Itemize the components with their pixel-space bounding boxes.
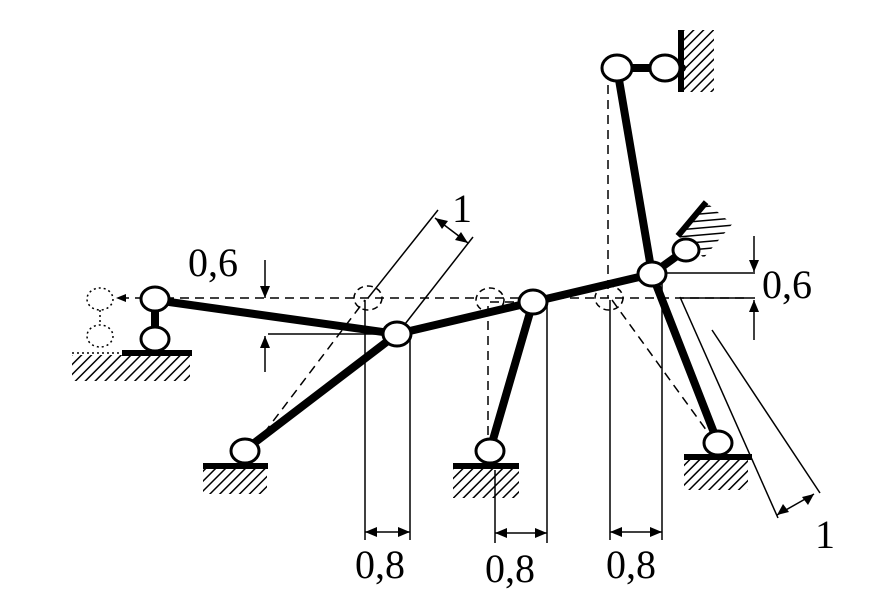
ground-bottom-middle bbox=[453, 468, 519, 498]
label-08-middle: 0,8 bbox=[485, 546, 535, 591]
hinge-center-middle bbox=[517, 288, 549, 316]
dimension-lines bbox=[264, 209, 821, 543]
link-top-vertical bbox=[613, 64, 656, 278]
hinge-left-bottom bbox=[139, 325, 171, 353]
link-bottom-right bbox=[648, 270, 722, 447]
hinge-bottom-right bbox=[702, 429, 734, 457]
label-06-left: 0,6 bbox=[188, 240, 238, 285]
displaced-hinges bbox=[86, 285, 624, 348]
arrowheads bbox=[116, 218, 814, 538]
hinge-top-right bbox=[648, 53, 682, 83]
link-center-right bbox=[529, 270, 656, 306]
dimension-labels: 0,6 0,6 1 1 0,8 0,8 0,8 bbox=[188, 186, 835, 591]
ground-bottom-left bbox=[203, 468, 267, 494]
label-06-right: 0,6 bbox=[762, 262, 812, 307]
hinge-bottom-middle bbox=[474, 437, 506, 465]
ghost-hinge-2 bbox=[475, 287, 505, 313]
ground-supports bbox=[72, 30, 752, 498]
ghost-hinge-3 bbox=[594, 285, 624, 311]
link-left-arm bbox=[151, 296, 401, 338]
label-08-left: 0,8 bbox=[355, 542, 405, 587]
ground-top-right bbox=[680, 30, 714, 92]
ghost-hinge-left-bottom bbox=[86, 324, 114, 348]
hinge-center-left bbox=[381, 320, 413, 348]
link-bottom-left bbox=[241, 330, 401, 454]
hinge-left-top bbox=[139, 285, 171, 313]
hinge-top-left bbox=[600, 53, 634, 83]
ground-bottom-right bbox=[684, 460, 748, 490]
ghost-hinge-left-top bbox=[86, 287, 114, 311]
label-1-bottom: 1 bbox=[815, 512, 835, 557]
label-1-top: 1 bbox=[452, 186, 472, 231]
ghost-hinge-1 bbox=[353, 285, 383, 311]
hinge-bottom-left bbox=[229, 437, 261, 465]
link-bottom-middle bbox=[486, 298, 537, 454]
ground-left bbox=[72, 355, 190, 381]
hinge-inclined bbox=[671, 237, 701, 263]
hinges bbox=[139, 53, 734, 465]
label-08-right: 0,8 bbox=[606, 542, 656, 587]
hinge-center-right bbox=[636, 260, 668, 288]
link-center-left bbox=[393, 298, 537, 338]
links bbox=[151, 64, 722, 454]
